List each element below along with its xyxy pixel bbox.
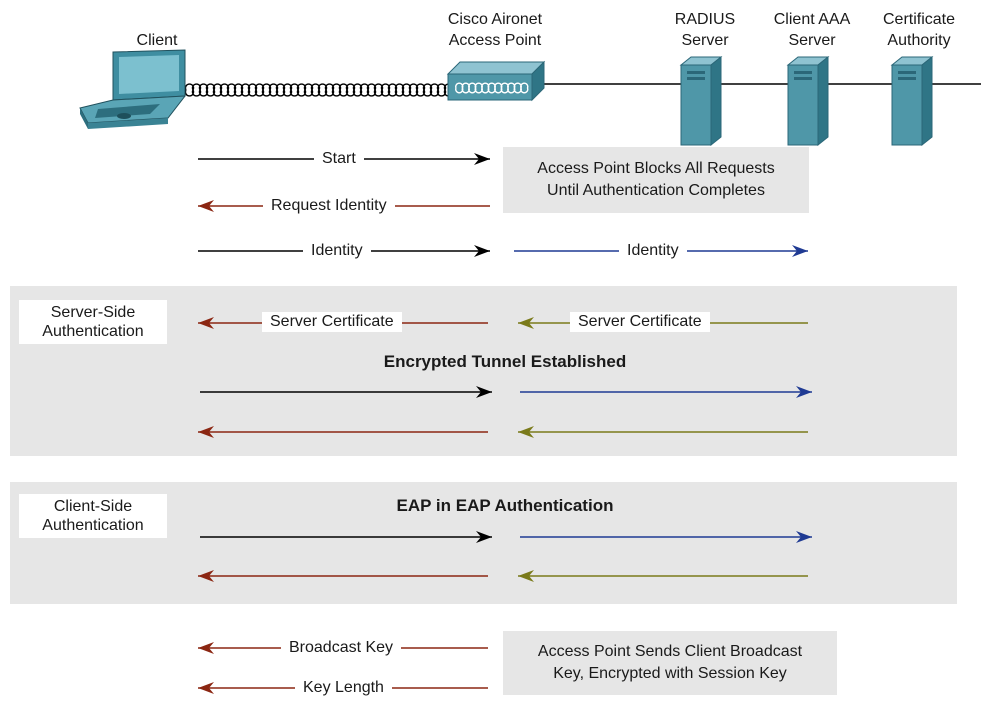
tunnel-server-arrow (520, 386, 812, 398)
laptop-icon (79, 49, 187, 129)
tunnel-return-server-arrow (518, 426, 808, 438)
start-label: Start (314, 149, 364, 169)
ca-server-icon (890, 55, 934, 147)
identity-client-label: Identity (303, 241, 371, 261)
server-certificate-client-label: Server Certificate (262, 312, 402, 332)
identity-server-label: Identity (619, 241, 687, 261)
key-length-label: Key Length (295, 678, 392, 698)
server-side-band (10, 286, 957, 456)
server-certificate-server-label: Server Certificate (570, 312, 710, 332)
request-identity-label: Request Identity (263, 196, 395, 216)
tunnel-client-arrow (200, 386, 492, 398)
tunnel-return-client-arrow (198, 426, 488, 438)
client-side-band (10, 482, 957, 604)
tunnel-title: Encrypted Tunnel Established (383, 352, 627, 371)
client-label: Client (136, 32, 178, 49)
access-point-icon (446, 60, 546, 102)
eap-client-arrow (200, 531, 492, 543)
eap-return-client-arrow (198, 570, 488, 582)
eap-return-server-arrow (518, 570, 808, 582)
aaa-server-icon (786, 55, 830, 147)
broadcast-key-label: Broadcast Key (281, 638, 402, 658)
radius-server-icon (679, 55, 723, 147)
eap-title: EAP in EAP Authentication (396, 496, 614, 515)
eap-server-arrow (520, 531, 812, 543)
wireless-link (184, 83, 454, 97)
